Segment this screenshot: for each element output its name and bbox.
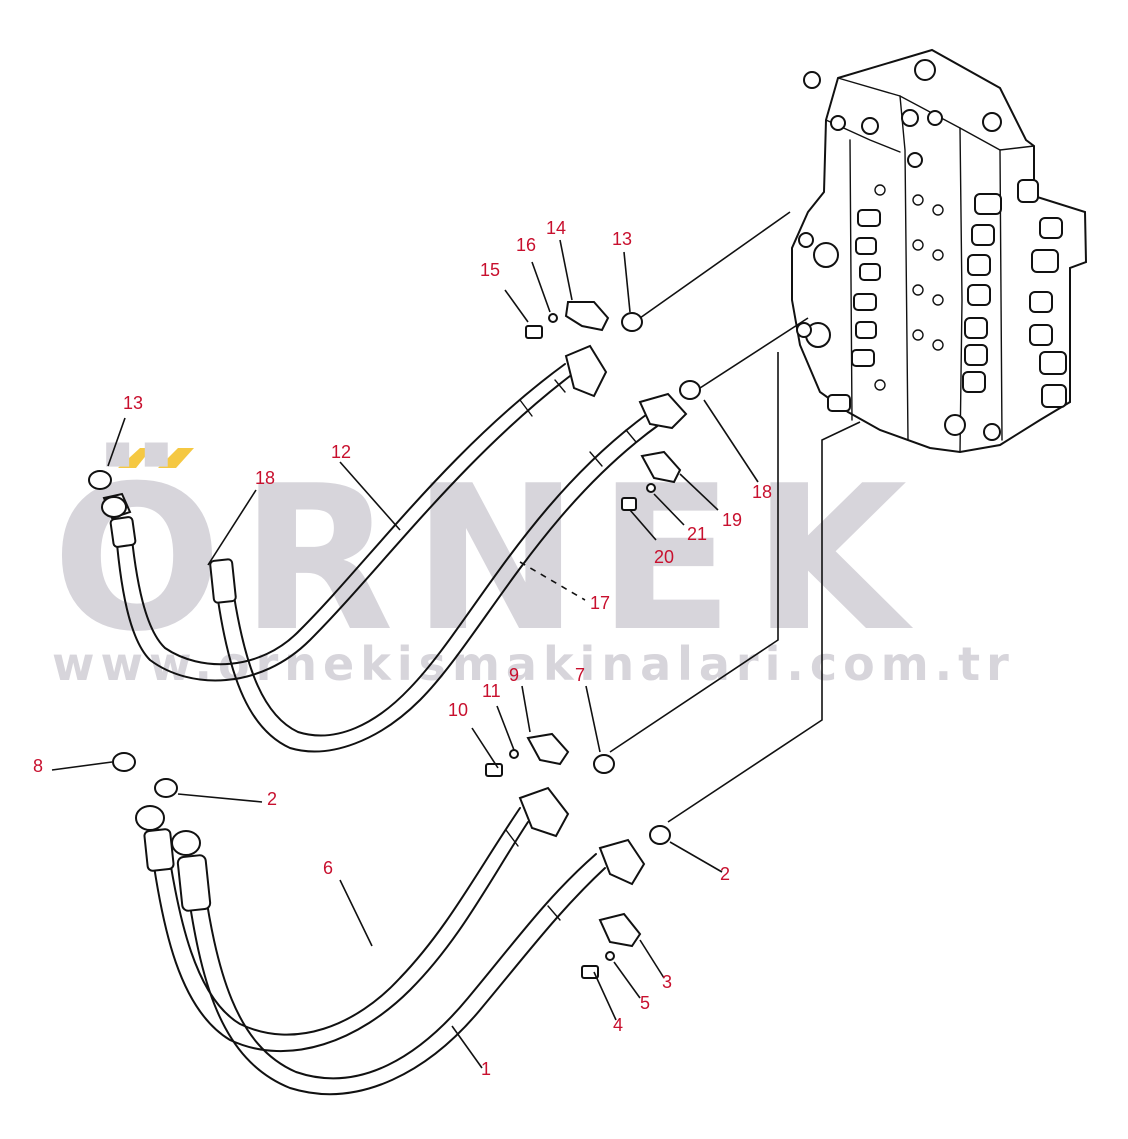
watermark-accent-left [118,448,152,468]
callout-17: 17 [590,593,610,613]
hose-6 [135,786,570,1053]
watermark-brand: ÖRNEK [52,442,925,676]
callout-6: 6 [323,858,333,878]
callout-1: 1 [481,1059,491,1079]
spool-caps [944,179,1067,441]
callout-14: 14 [546,218,566,238]
o-ring-2-right [649,825,671,845]
o-ring-13-right [621,312,643,332]
callout-19: 19 [722,510,742,530]
flange-group-19 [621,450,682,511]
leader-lines [51,239,759,1069]
o-ring-2-left [154,778,178,798]
callout-3: 3 [662,972,672,992]
watermark: ÖRNEK www.ornekismakinalari.com.tr [52,442,1015,691]
callout-16: 16 [516,235,536,255]
callout-20: 20 [654,547,674,567]
o-ring-7 [593,754,615,774]
callout-9: 9 [509,665,519,685]
o-ring-8 [112,752,136,772]
flange-group-9 [485,732,570,777]
port-holes [874,184,944,391]
flange-group-14 [525,301,610,339]
hose-12 [101,344,608,682]
callout-21: 21 [687,524,707,544]
routing-lines [609,211,861,823]
callout-12: 12 [331,442,351,462]
watermark-accent-right [158,448,194,468]
o-ring-18 [679,380,701,400]
callout-7: 7 [575,665,585,685]
callout-4: 4 [613,1015,623,1035]
callout-13-left: 13 [123,393,143,413]
callout-2-right: 2 [720,864,730,884]
callout-11: 11 [482,681,501,701]
watermark-url: www.ornekismakinalari.com.tr [52,637,1015,691]
callout-2-left: 2 [267,789,277,809]
hose-1 [171,830,646,1096]
callouts: 13 18 12 15 16 14 13 18 19 21 20 17 10 1… [33,218,772,1079]
callout-13-right: 13 [612,229,632,249]
callout-10: 10 [448,700,468,720]
left-fittings [796,209,881,412]
callout-18-right: 18 [752,482,772,502]
callout-5: 5 [640,993,650,1013]
flange-group-3 [581,912,642,979]
callout-8: 8 [33,756,43,776]
callout-15: 15 [480,260,500,280]
control-valve-assembly [791,48,1088,454]
callout-18-left: 18 [255,468,275,488]
o-ring-13-left [88,470,112,490]
hose-17 [209,392,688,753]
o-rings [88,312,701,845]
